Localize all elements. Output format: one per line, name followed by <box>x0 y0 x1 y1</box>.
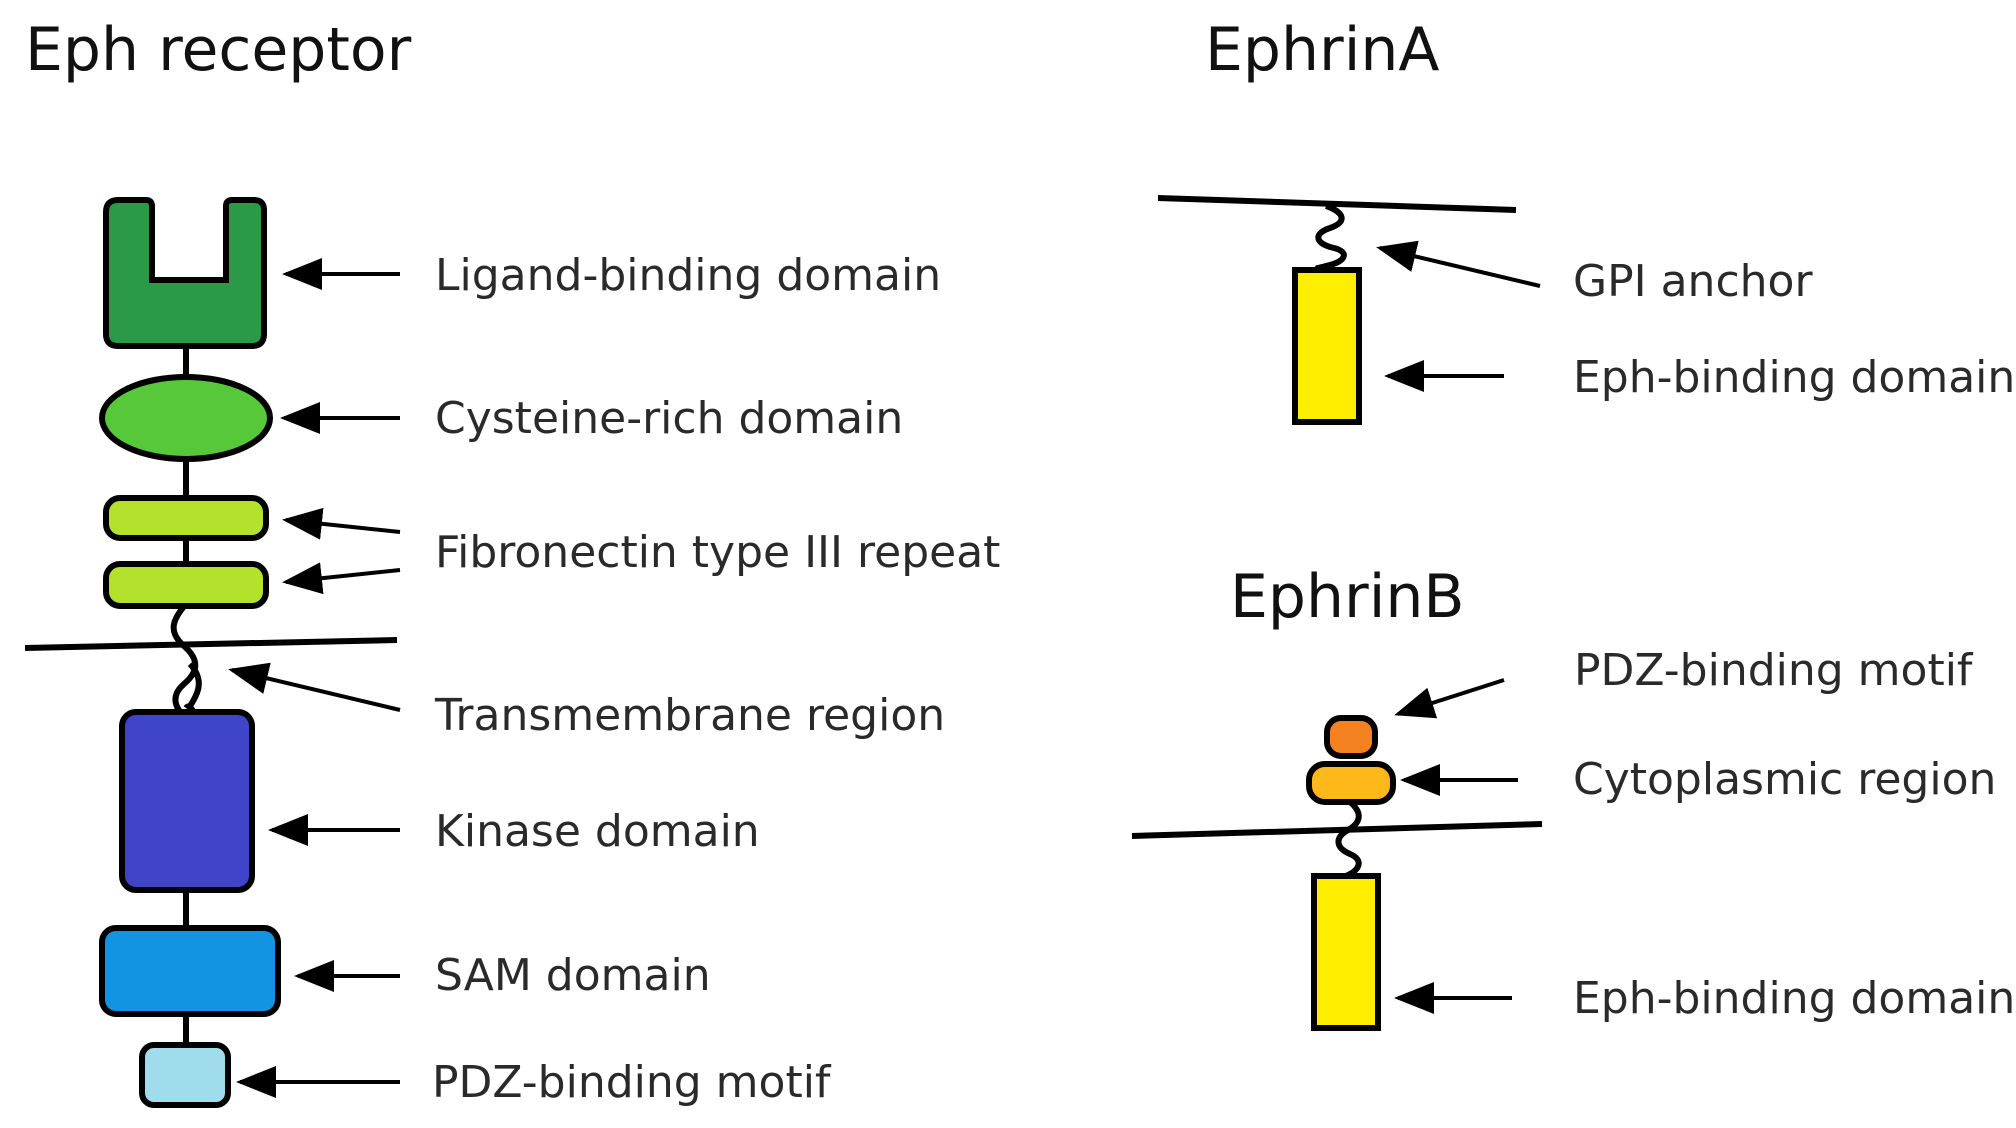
arrow-fibronectin-2 <box>282 562 401 595</box>
ephrin-b-transmembrane-squiggle <box>1335 799 1362 879</box>
label-ephrin-b-pdz-binding-motif: PDZ-binding motif <box>1574 645 1974 696</box>
cytoplasmic-region-shape <box>1306 761 1396 805</box>
label-ligand-binding-domain: Ligand-binding domain <box>435 250 941 301</box>
label-kinase-domain: Kinase domain <box>435 806 760 857</box>
ephrin-a-title: EphrinA <box>1205 15 1439 85</box>
label-transmembrane-region: Transmembrane region <box>434 690 945 741</box>
label-cytoplasmic-region: Cytoplasmic region <box>1573 754 1996 805</box>
gpi-anchor-squiggle <box>1314 203 1347 273</box>
eph-transmembrane-tail <box>187 661 202 708</box>
kinase-domain-shape <box>119 709 255 893</box>
ligand-binding-domain-shape <box>103 197 267 349</box>
label-sam-domain: SAM domain <box>435 950 711 1001</box>
label-pdz-binding-motif: PDZ-binding motif <box>432 1057 832 1108</box>
arrow-transmembrane <box>228 662 401 712</box>
fibronectin-repeat-2-shape <box>103 561 269 609</box>
label-ephrin-a-eph-binding-domain: Eph-binding domain <box>1573 352 2015 403</box>
eph-receptor-title: Eph receptor <box>25 15 412 85</box>
ephrin-a-eph-binding-domain-shape <box>1292 267 1362 425</box>
arrow-ephrin-b-pdz-binding <box>1394 678 1505 719</box>
ephrin-a-cell-membrane <box>1157 195 1517 213</box>
label-ephrin-b-eph-binding-domain: Eph-binding domain <box>1573 973 2015 1024</box>
fibronectin-repeat-1-shape <box>103 495 269 541</box>
ephrin-b-title: EphrinB <box>1230 562 1465 632</box>
ephrin-b-cell-membrane <box>1131 821 1543 839</box>
ephrin-b-pdz-binding-motif-shape <box>1324 715 1378 759</box>
label-fibronectin-repeat: Fibronectin type III repeat <box>435 527 1000 578</box>
pdz-binding-motif-shape <box>139 1042 231 1108</box>
cysteine-rich-domain-shape <box>99 374 273 462</box>
label-gpi-anchor: GPI anchor <box>1573 256 1813 307</box>
ephrin-b-eph-binding-domain-shape <box>1311 873 1381 1031</box>
eph-cell-membrane <box>24 637 398 651</box>
label-cysteine-rich-domain: Cysteine-rich domain <box>435 393 903 444</box>
arrow-fibronectin-1 <box>282 507 401 540</box>
sam-domain-shape <box>99 925 281 1017</box>
arrow-gpi-anchor <box>1376 240 1541 288</box>
